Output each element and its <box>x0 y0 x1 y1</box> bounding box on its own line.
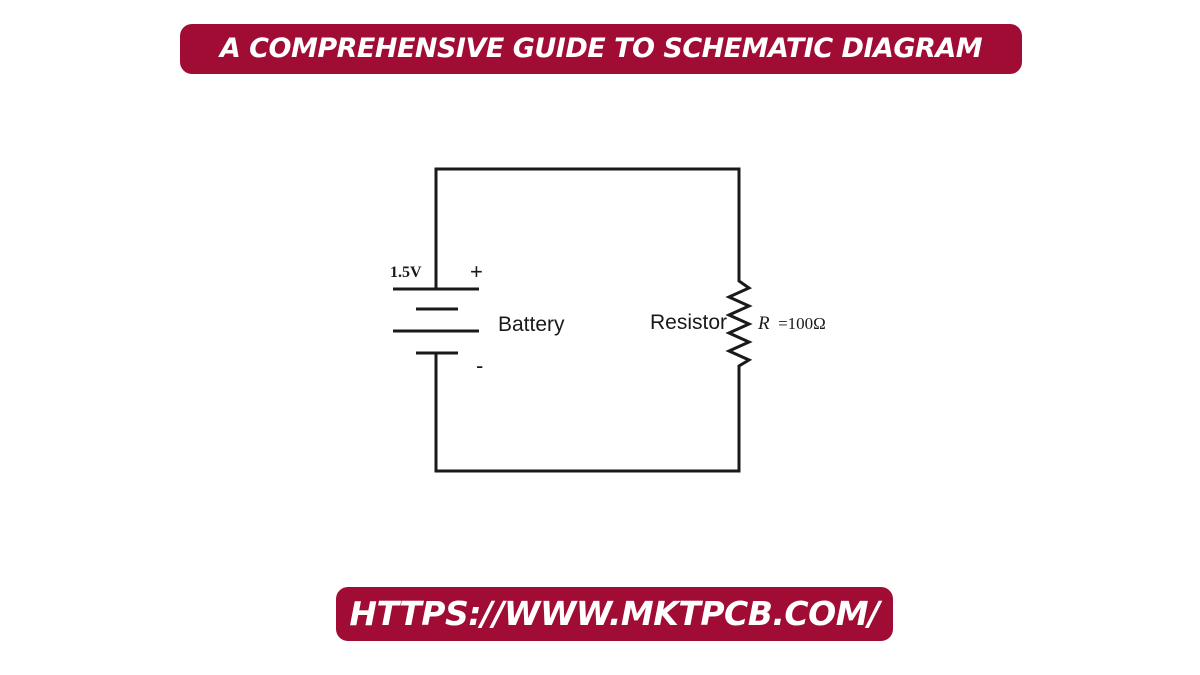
wire-top <box>434 167 741 289</box>
page-title: A COMPREHENSIVE GUIDE TO SCHEMATIC DIAGR… <box>180 24 1022 74</box>
resistor-value-text: =100Ω <box>778 314 826 333</box>
battery-label: Battery <box>498 313 565 336</box>
battery-minus-sign: - <box>476 353 483 378</box>
resistor-zigzag <box>725 263 753 383</box>
battery-symbol <box>393 287 479 355</box>
resistor-label: Resistor <box>650 311 727 334</box>
resistor-value-symbol: R <box>757 313 770 334</box>
battery-plus-sign: + <box>470 259 483 284</box>
resistor-value-label: R =100Ω <box>757 313 826 334</box>
website-url-banner: HTTPS://WWW.MKTPCB.COM/ <box>336 587 893 641</box>
battery-voltage-label: 1.5V <box>390 264 422 281</box>
resistor-symbol <box>725 263 753 383</box>
wire-bottom <box>434 353 741 473</box>
circuit-wires <box>434 167 741 473</box>
